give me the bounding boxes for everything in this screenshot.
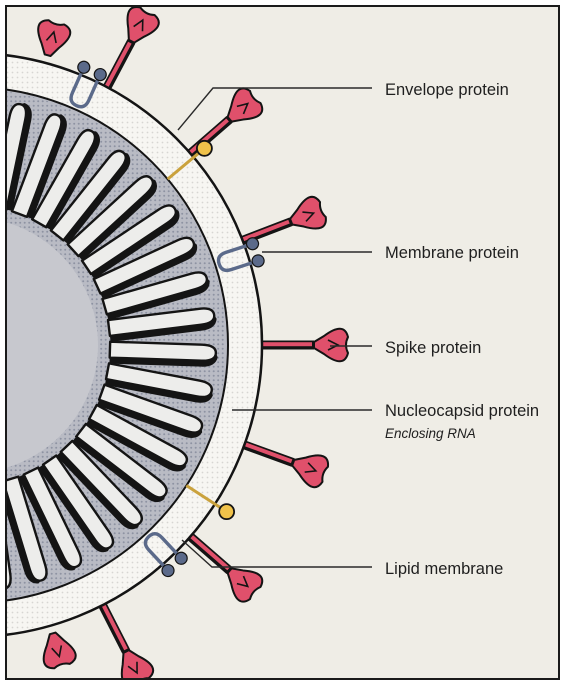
label-envelope-protein: Envelope protein (385, 81, 509, 99)
rna-coil-icon (109, 342, 218, 368)
label-enclosing-rna: Enclosing RNA (385, 426, 476, 441)
label-spike-protein: Spike protein (385, 339, 481, 357)
label-nucleocapsid-protein: Nucleocapsid protein (385, 402, 539, 420)
label-membrane-protein: Membrane protein (385, 244, 519, 262)
label-lipid-membrane: Lipid membrane (385, 560, 503, 578)
